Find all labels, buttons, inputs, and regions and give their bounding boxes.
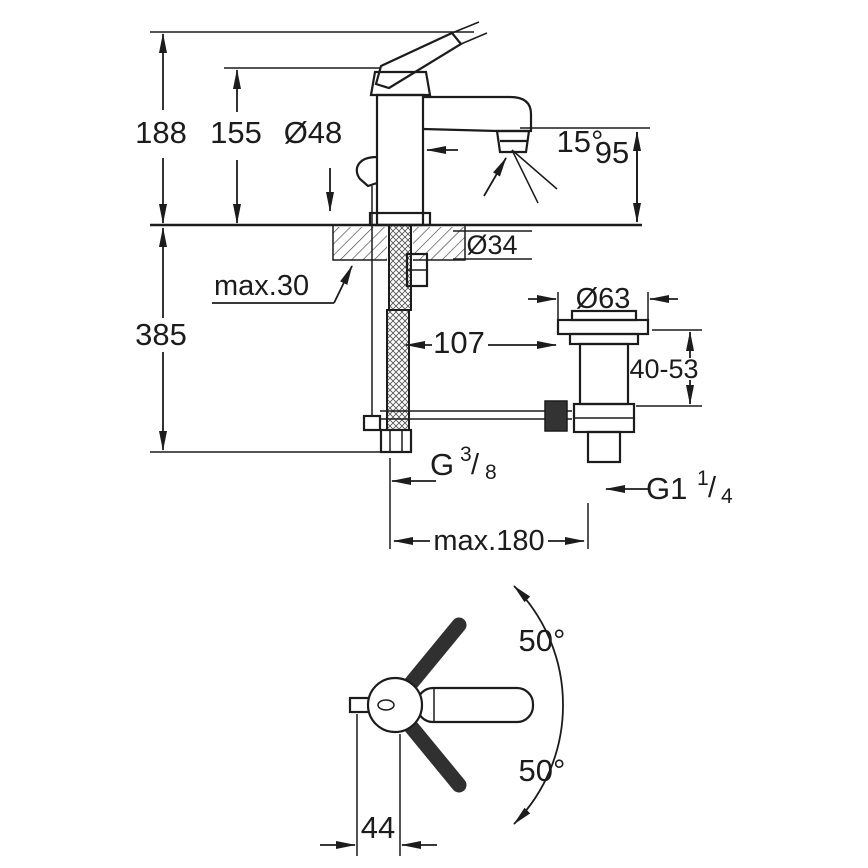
rod-adjuster-knob: [544, 400, 568, 432]
counter-section-edges: [332, 225, 466, 261]
swing-arc-lower: [513, 704, 564, 825]
supply-thread-slash: /: [471, 449, 480, 481]
pop-up-waste-assembly: [556, 309, 650, 464]
ext-lines-d63: [557, 292, 649, 320]
supply-hose: [386, 309, 410, 431]
dim-label-spray-angle: 15°: [557, 124, 604, 159]
pop-up-rod-horizontal: [380, 410, 572, 420]
max30-leader: [333, 265, 353, 304]
dim-label-hose-reach: max.180: [433, 525, 544, 557]
swing-arc-upper: [513, 585, 564, 706]
dim-label-spout-height: 95: [595, 135, 629, 170]
pull-rod-knob: [355, 155, 378, 188]
dim-label-swing-down: 50°: [519, 753, 566, 788]
spout: [422, 95, 533, 133]
dim-label-handle-width: 44: [361, 810, 395, 845]
logo-mark: [377, 699, 395, 711]
waste-step: [568, 332, 640, 346]
lever-swung-down: [400, 715, 467, 793]
waste-thread-G1: G1: [646, 471, 687, 506]
faucet-side-view: [150, 21, 642, 454]
dim-label-swing-up: 50°: [519, 623, 566, 658]
dim-label-base-diameter: Ø48: [284, 115, 343, 150]
lever-phantom-lines: [451, 21, 488, 45]
waste-flange: [556, 318, 650, 336]
waste-thread-slash: /: [708, 472, 717, 504]
rod-connector: [362, 414, 382, 432]
dim-label-body-height: 155: [210, 115, 262, 150]
hose-connector-flats: [389, 430, 403, 452]
dimensions-side-view: 188 155 Ø48 15° 95 Ø34 max.30 385: [135, 31, 733, 557]
dim-label-waste-flange-diameter: Ø63: [576, 283, 631, 315]
supply-thread-G: G: [430, 447, 454, 482]
aerator: [495, 129, 531, 154]
counter-hatch-left: [333, 227, 387, 260]
dim-label-install-height: 385: [135, 317, 187, 352]
handle-base: [369, 70, 432, 97]
waste-tailpipe: [586, 430, 622, 464]
supply-thread-numerator: 3: [460, 443, 472, 466]
waste-body: [578, 342, 630, 406]
waste-thread-denominator: 4: [721, 485, 733, 508]
base-plate: [368, 211, 432, 227]
dim-label-drain-offset: 107: [433, 325, 485, 360]
hose-connector-nut: [379, 428, 413, 454]
faucet-body-top-view: [366, 676, 424, 734]
dim-label-deck-max: max.30: [214, 270, 309, 302]
lever-handle: [374, 31, 463, 90]
d34-lines: [453, 230, 532, 260]
faucet-body: [375, 93, 425, 227]
handle-swing-top-view: 50° 50° 44: [320, 585, 566, 856]
spray-angle-leader: [483, 157, 507, 197]
lever-swung-up: [400, 617, 467, 695]
dim-label-hole-diameter: Ø34: [466, 230, 517, 260]
ext-lines-4053: [636, 329, 702, 407]
dim-label-total-height: 188: [135, 115, 187, 150]
supply-thread-denominator: 8: [485, 461, 497, 484]
spray-angle-wedge: [511, 149, 558, 204]
waste-thread-numerator: 1: [697, 467, 709, 490]
dim-label-waste-height-range: 40-53: [629, 354, 698, 384]
